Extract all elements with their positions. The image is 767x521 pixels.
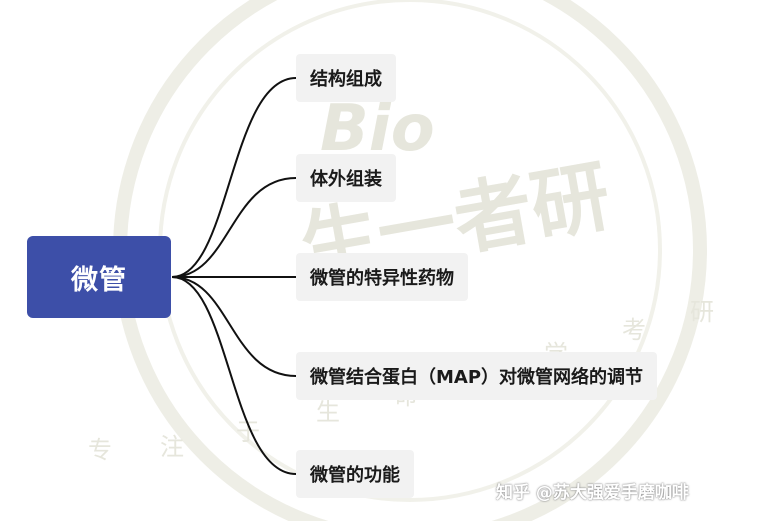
author-credit: 知乎 @苏大强爱手磨咖啡 [496, 483, 689, 503]
watermark-char: 考 [622, 316, 646, 344]
root-node: 微管 [27, 236, 171, 318]
branch-node-specific-drugs: 微管的特异性药物 [296, 253, 468, 301]
watermark-char: 生 [316, 398, 340, 426]
connector-line [171, 177, 297, 278]
watermark-char: 专 [88, 436, 112, 464]
branch-node-map-regulation: 微管结合蛋白（MAP）对微管网络的调节 [296, 352, 658, 400]
branch-node-structure: 结构组成 [296, 54, 396, 102]
branch-node-in-vitro-assembly: 体外组装 [296, 154, 396, 202]
watermark-logo-text: Bio [320, 92, 435, 166]
connector-line [171, 276, 297, 475]
connector-line [171, 77, 297, 278]
connector-line [171, 276, 297, 377]
branch-node-functions: 微管的功能 [296, 450, 414, 498]
watermark-char: 注 [160, 433, 184, 461]
watermark-char: 研 [690, 298, 714, 326]
